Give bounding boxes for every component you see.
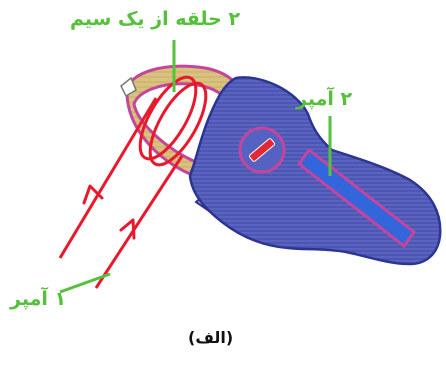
two-ampere-label: ۲ آمپر	[296, 88, 353, 110]
clamp-jaw	[120, 64, 240, 176]
one-ampere-label: ۱ آمپر	[10, 288, 67, 310]
loop-label: ۲ حلقه از یک سیم	[70, 8, 241, 30]
figure-caption: (الف)	[188, 328, 234, 347]
rotary-dial	[238, 126, 286, 174]
wire-loops	[138, 75, 208, 167]
display-window	[296, 147, 417, 249]
current-arrow-up	[119, 218, 136, 240]
wire-legs	[58, 97, 184, 289]
label-leaders	[59, 40, 332, 294]
current-arrow-down	[82, 184, 104, 205]
